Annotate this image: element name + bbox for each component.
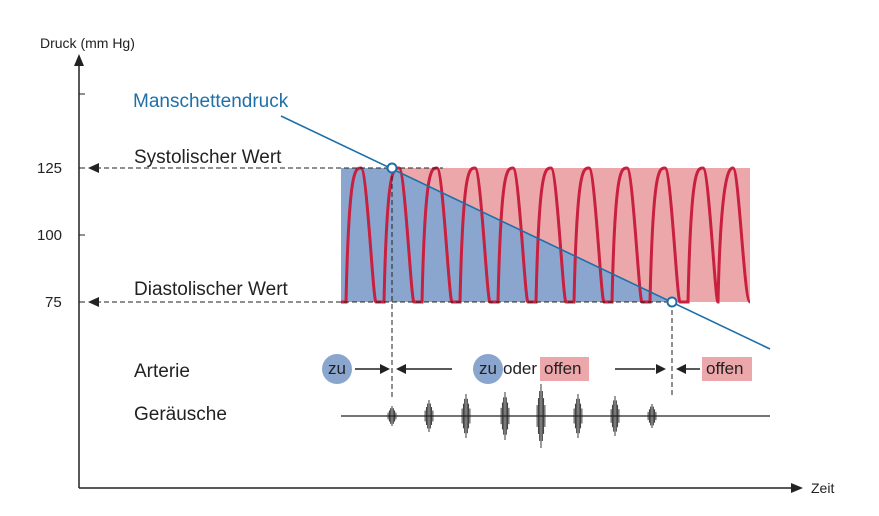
sound-burst-5 bbox=[536, 384, 546, 448]
systolic-point bbox=[386, 162, 398, 174]
y-tick-label-100: 100 bbox=[37, 227, 62, 244]
y-tick-label-75: 75 bbox=[45, 294, 62, 311]
closed-badge-1-text: zu bbox=[328, 359, 346, 378]
systolic-arrow-head bbox=[88, 163, 99, 173]
systolic-label: Systolischer Wert bbox=[134, 147, 282, 168]
sound-burst-6 bbox=[573, 394, 583, 438]
y-tick-label-125: 125 bbox=[37, 160, 62, 177]
cuff-pressure-line bbox=[280, 115, 771, 350]
open-badge-1 bbox=[540, 357, 589, 381]
closed-badge-2 bbox=[473, 354, 503, 384]
arrow-to-diastolic-head bbox=[656, 364, 666, 374]
arrow-to-systolic-head bbox=[380, 364, 390, 374]
korotkoff-sounds bbox=[387, 384, 657, 448]
sounds-label: Geräusche bbox=[134, 404, 227, 425]
diastolic-arrow-head bbox=[88, 297, 99, 307]
pulse-wave bbox=[341, 166, 752, 304]
or-word: oder bbox=[503, 359, 537, 378]
sound-burst-2 bbox=[424, 400, 434, 432]
closed-badge-1 bbox=[322, 354, 352, 384]
axes bbox=[74, 54, 803, 493]
sound-burst-8 bbox=[647, 404, 657, 428]
sound-burst-3 bbox=[461, 394, 471, 438]
reference-lines bbox=[96, 167, 673, 398]
x-axis-label: Zeit bbox=[811, 480, 834, 496]
closed-badge-2-text: zu bbox=[479, 359, 497, 378]
open-badge-1-text: offen bbox=[544, 359, 582, 378]
open-badge-2 bbox=[702, 357, 752, 381]
cuff-pressure-label: Manschettendruck bbox=[133, 91, 289, 112]
open-badge-2-text: offen bbox=[706, 359, 744, 378]
sound-burst-1 bbox=[387, 406, 397, 426]
y-axis-arrow bbox=[74, 54, 84, 66]
artery-states: zu zu oder offen offen bbox=[322, 354, 752, 384]
arrow-from-diastolic-head bbox=[676, 364, 686, 374]
sound-burst-7 bbox=[610, 396, 620, 436]
arrow-from-systolic-head bbox=[396, 364, 406, 374]
diastolic-label: Diastolischer Wert bbox=[134, 279, 289, 300]
y-axis-label: Druck (mm Hg) bbox=[40, 35, 135, 51]
x-axis-arrow bbox=[791, 483, 803, 493]
sound-burst-4 bbox=[500, 392, 510, 440]
artery-label: Arterie bbox=[134, 361, 190, 382]
diastolic-point bbox=[666, 296, 678, 308]
